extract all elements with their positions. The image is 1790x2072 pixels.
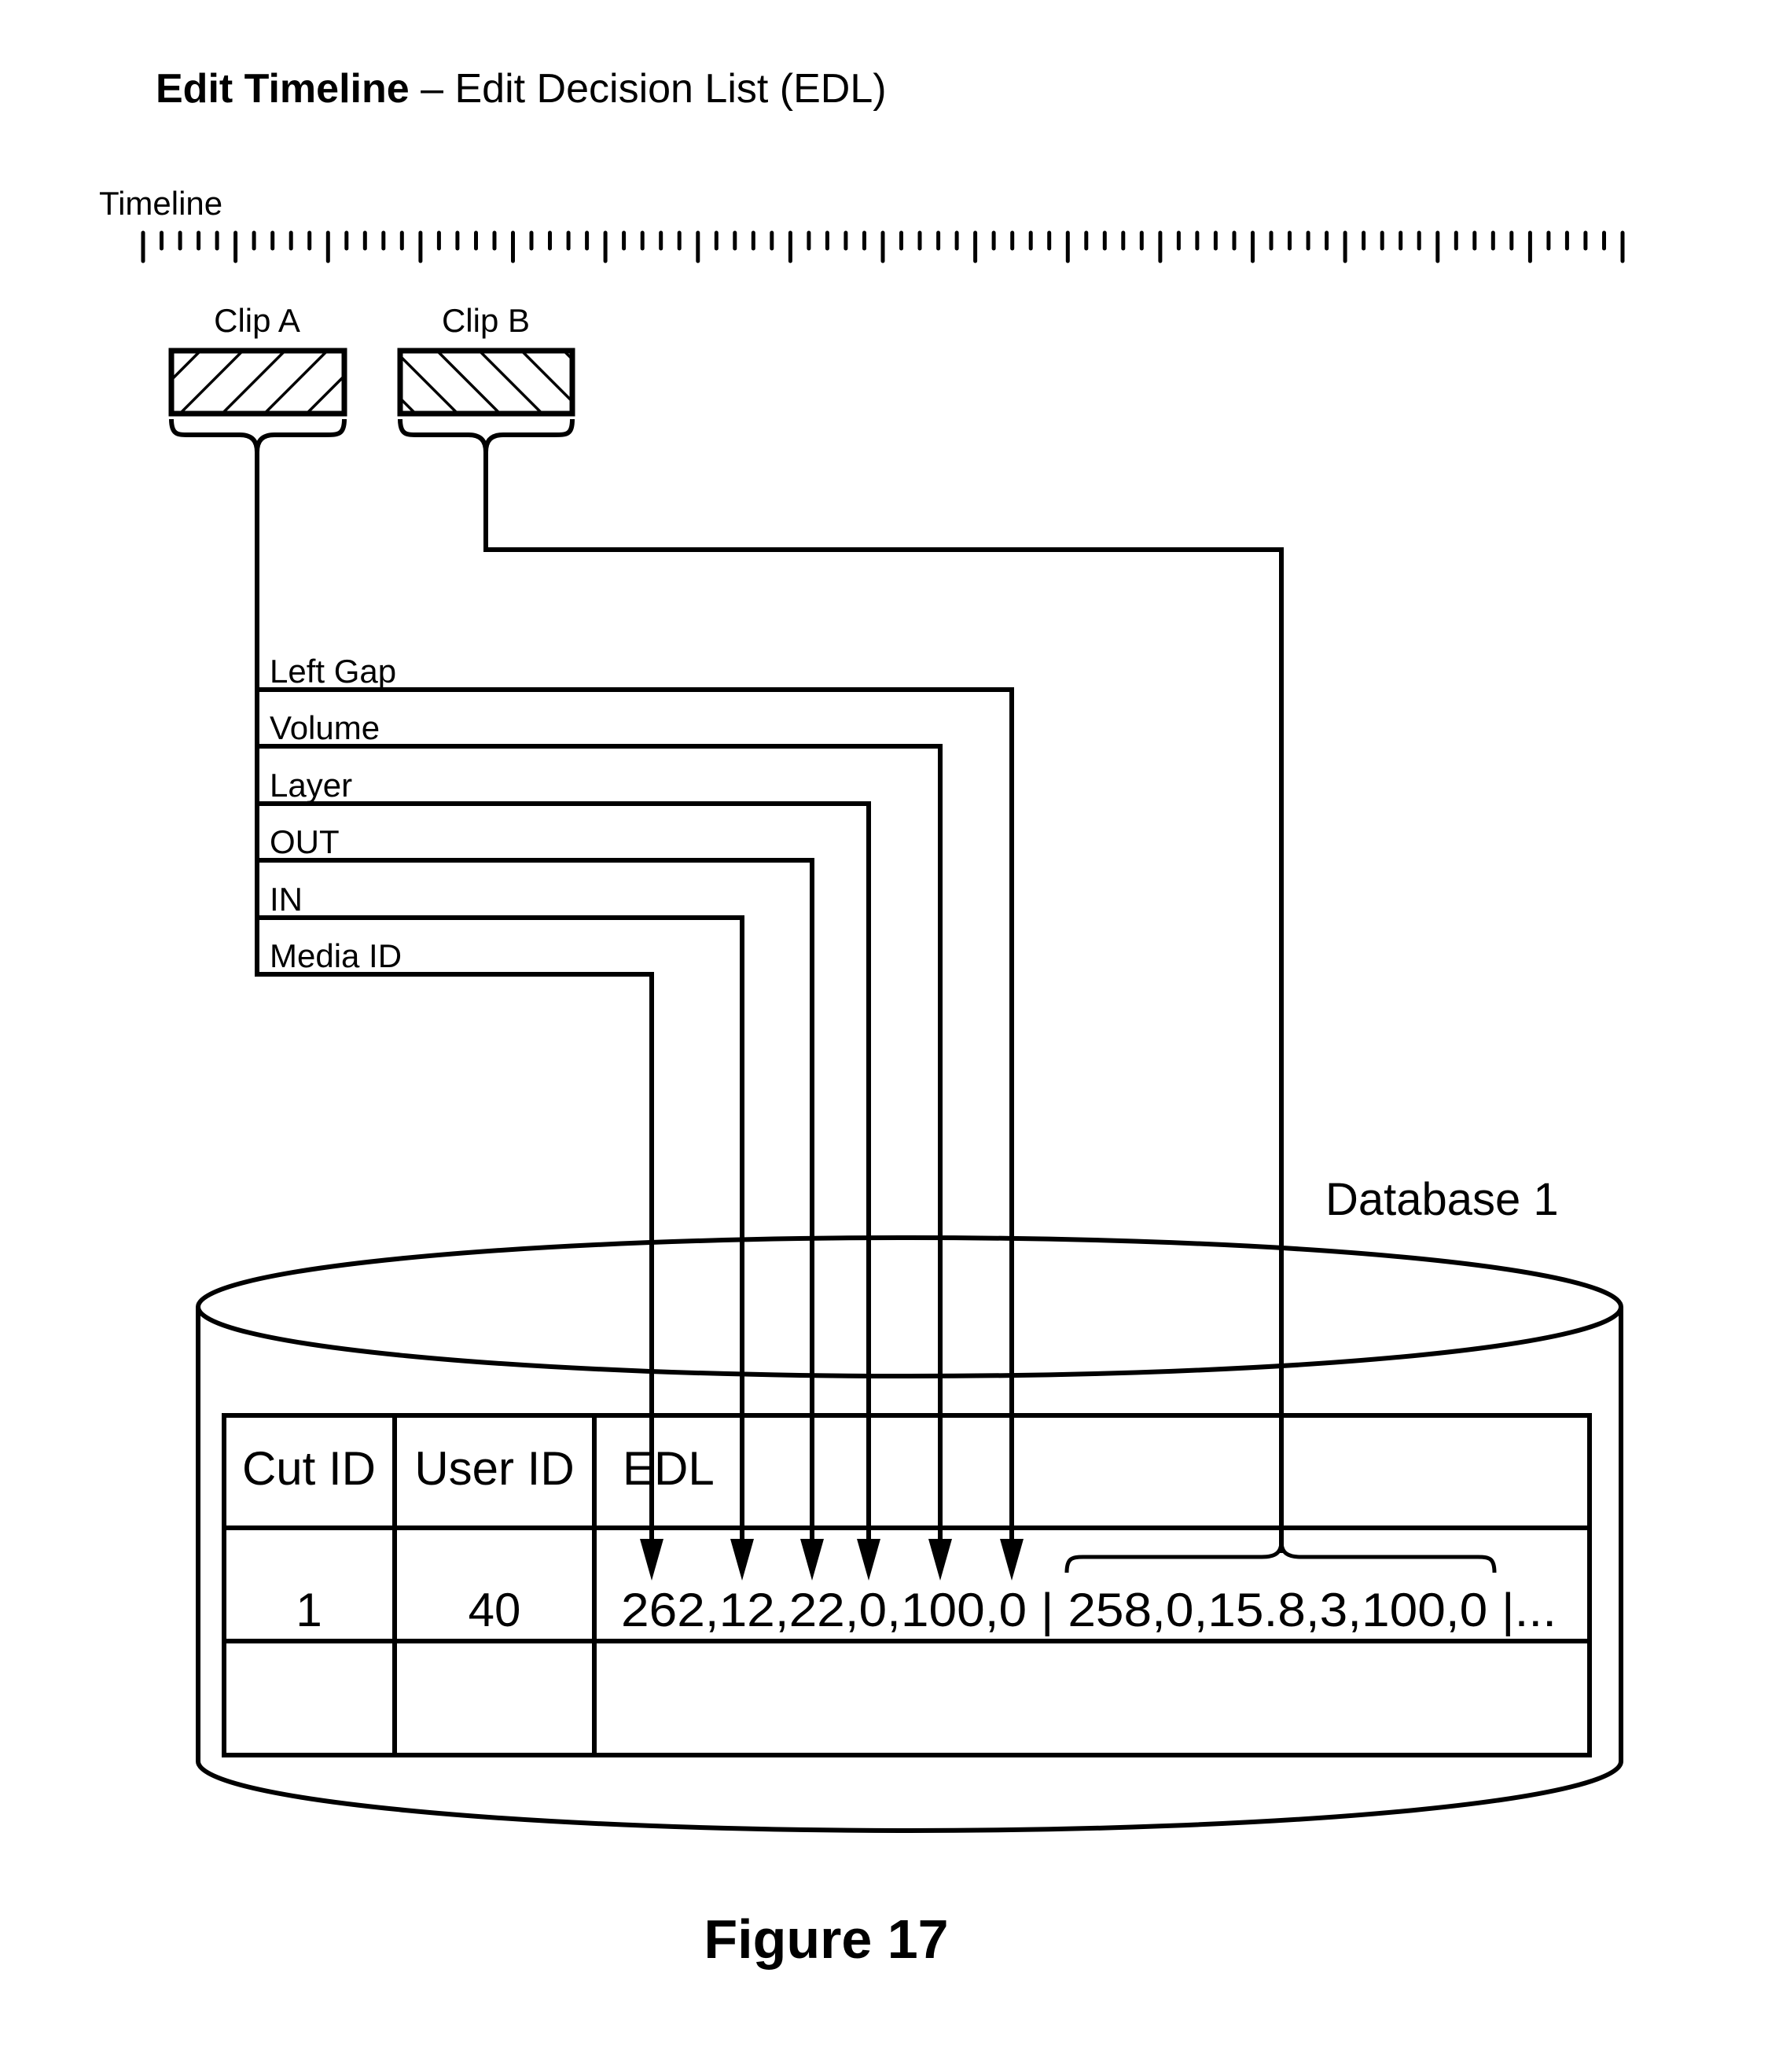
clip-b-label: Clip B — [442, 302, 530, 339]
arrowhead-layer — [857, 1539, 880, 1581]
figure-caption: Figure 17 — [704, 1908, 948, 1970]
title-bold: Edit Timeline — [156, 66, 410, 112]
database-cylinder — [198, 1238, 1621, 1831]
diagram-title: Edit Timeline – Edit Decision List (EDL) — [156, 66, 887, 112]
clip-a-brace — [171, 419, 344, 452]
field-label-out: OUT — [270, 823, 340, 860]
field-label-media-id: Media ID — [270, 937, 402, 974]
clip-b-brace — [400, 419, 572, 452]
edl-clip-a-values: 262,12,22,0,100,0 — [621, 1584, 1027, 1636]
arrowhead-left-gap — [1000, 1539, 1024, 1581]
cylinder-body — [198, 1307, 1621, 1831]
clip-b-block[interactable] — [400, 351, 572, 414]
header-user-id: User ID — [414, 1442, 574, 1495]
header-cut-id: Cut ID — [242, 1442, 376, 1495]
field-label-volume: Volume — [270, 709, 380, 746]
edl-clip-b-brace — [1067, 1541, 1494, 1573]
connector-volume — [257, 746, 940, 1553]
field-label-left-gap: Left Gap — [270, 653, 396, 690]
arrowhead-media-id — [640, 1539, 663, 1581]
field-label-layer: Layer — [270, 767, 352, 804]
edl-table: Cut ID User ID EDL 1 40 262,12,22,0,100,… — [224, 1415, 1590, 1755]
edl-trailer: |... — [1487, 1584, 1557, 1636]
arrowhead-volume — [928, 1539, 952, 1581]
field-label-in: IN — [270, 881, 303, 918]
arrowhead-out — [800, 1539, 824, 1581]
database-label: Database 1 — [1325, 1174, 1559, 1225]
cell-user-id: 40 — [469, 1584, 521, 1636]
header-edl: EDL — [623, 1442, 715, 1495]
cylinder-top — [198, 1238, 1621, 1376]
edl-separator: | — [1027, 1584, 1068, 1636]
cell-cut-id: 1 — [296, 1584, 322, 1636]
cell-edl: 262,12,22,0,100,0 | 258,0,15.8,3,100,0 |… — [621, 1584, 1557, 1636]
timeline-label: Timeline — [99, 185, 222, 222]
clip-a-label: Clip A — [214, 302, 300, 339]
clip-a-block[interactable] — [171, 351, 344, 414]
connector-left-gap — [257, 690, 1012, 1553]
timeline-ruler — [143, 233, 1623, 261]
clip-b-connector — [486, 450, 1281, 1553]
edl-clip-b-values: 258,0,15.8,3,100,0 — [1068, 1584, 1487, 1636]
title-rest: – Edit Decision List (EDL) — [410, 66, 887, 112]
arrowhead-in — [730, 1539, 754, 1581]
